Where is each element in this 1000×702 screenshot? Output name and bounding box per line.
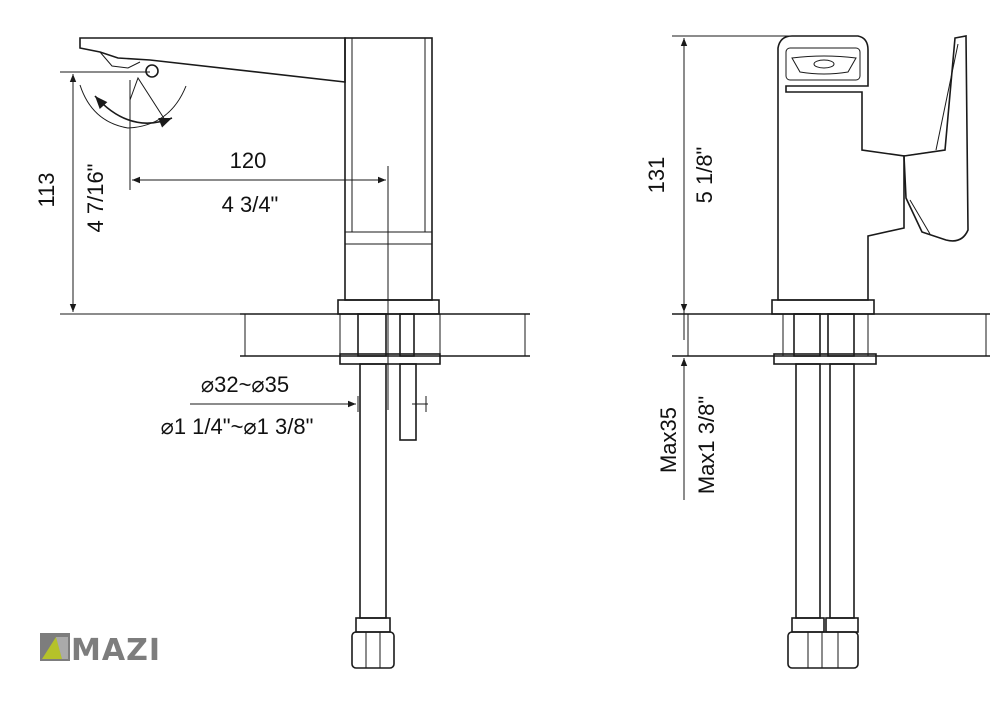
mounting-washer-side [773, 353, 877, 365]
spout-reach-mm: 120 [230, 148, 267, 173]
braided-hose-right [829, 363, 855, 619]
countertop-section-side [672, 313, 990, 357]
total-height-mm: 131 [644, 157, 669, 194]
shank-right [827, 313, 855, 357]
spout-reach-in: 4 3/4" [222, 192, 279, 217]
side-view: 131 5 1/8" Max35 Max1 3/8" [644, 35, 990, 669]
aerator-pivot [145, 64, 159, 78]
aerator-outline [99, 51, 141, 69]
hose-nuts-side [787, 631, 859, 669]
mounting-stud [399, 313, 415, 357]
countertop-section-front [240, 313, 530, 357]
total-height-in: 5 1/8" [692, 147, 717, 204]
spout-height-in: 4 7/16" [83, 164, 108, 233]
aerator-side [791, 55, 857, 75]
hole-diameter-in: ⌀1 1/4"~⌀1 3/8" [161, 414, 314, 439]
shank-left [793, 313, 821, 357]
threaded-shank-front [357, 313, 387, 357]
hose-nut-front [351, 631, 395, 669]
max-deck-mm: Max35 [656, 407, 681, 473]
logo-text: MAZI [71, 633, 161, 668]
spout-height-mm: 113 [34, 172, 59, 207]
mounting-washer-front [339, 353, 441, 365]
base-plate-side [771, 299, 875, 315]
swivel-arc [94, 95, 173, 128]
braided-hose-left [795, 363, 821, 619]
brand-logo: MAZI [40, 633, 161, 668]
max-deck-in: Max1 3/8" [694, 396, 719, 494]
front-view: 120 4 3/4" 113 4 7/16" ⌀32~⌀35 ⌀1 1/4"~⌀… [34, 37, 530, 669]
spout [79, 37, 346, 83]
hole-diameter-mm: ⌀32~⌀35 [201, 372, 289, 397]
mounting-rod [399, 363, 417, 441]
handle-lever [903, 35, 969, 242]
faucet-body-side [777, 35, 905, 301]
braided-hose-front [359, 363, 387, 619]
